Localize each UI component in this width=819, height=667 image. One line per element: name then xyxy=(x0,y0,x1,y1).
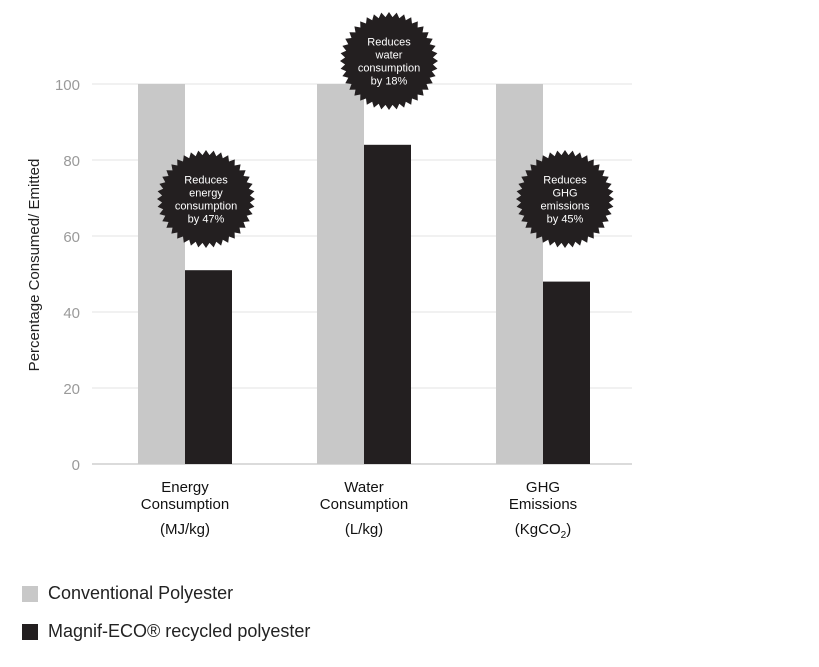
bar-magnif-eco xyxy=(543,281,590,464)
y-tick-labels: 0 20 40 60 80 100 xyxy=(55,77,80,474)
y-tick-label: 20 xyxy=(63,381,80,398)
bar-conventional xyxy=(138,84,185,464)
badge-text: Reduces xyxy=(367,37,411,49)
bar-magnif-eco xyxy=(364,144,411,465)
unit-text: (L/kg) xyxy=(345,521,383,538)
legend-item-magnif-eco: Magnif-ECO® recycled polyester xyxy=(22,621,310,642)
badge-text: consumption xyxy=(358,63,420,75)
category-label: Energy xyxy=(161,479,209,496)
starburst-shape xyxy=(516,150,614,248)
bar-conventional xyxy=(317,84,364,464)
y-tick-label: 100 xyxy=(55,77,80,94)
legend-label-magnif-eco: Magnif-ECO® recycled polyester xyxy=(48,621,311,641)
bars xyxy=(138,84,590,465)
category-label: Consumption xyxy=(320,496,408,513)
y-axis-label: Percentage Consumed/ Emitted xyxy=(26,159,43,372)
starburst-shape xyxy=(157,150,255,248)
starburst-shape xyxy=(340,12,438,110)
legend-label-conventional: Conventional Polyester xyxy=(48,583,234,603)
category-label: Emissions xyxy=(509,496,577,513)
legend-swatch-magnif-eco xyxy=(22,623,38,640)
unit-end: ) xyxy=(566,521,571,538)
y-tick-label: 80 xyxy=(63,153,80,170)
bar-magnif-eco xyxy=(185,270,232,464)
y-tick-label: 40 xyxy=(63,305,80,322)
category-labels: EnergyConsumption(MJ/kg)WaterConsumption… xyxy=(141,479,577,541)
bar-conventional xyxy=(496,84,543,464)
category-label: GHG xyxy=(526,479,560,496)
category-label: Water xyxy=(344,479,383,496)
bar-chart: 0 20 40 60 80 100 Percentage Consumed/ Emitte… xyxy=(26,12,632,541)
category-label: Consumption xyxy=(141,496,229,513)
category-unit: (KgCO2) xyxy=(515,521,571,541)
category-unit: (MJ/kg) xyxy=(160,521,210,538)
badge-text: Reduces xyxy=(543,175,587,187)
badge-text: emissions xyxy=(541,201,590,213)
badge-text: energy xyxy=(189,188,223,200)
badge-text: water xyxy=(375,50,403,62)
y-tick-label: 60 xyxy=(63,229,80,246)
badge-text: consumption xyxy=(175,201,237,213)
badge-text: by 18% xyxy=(371,76,408,88)
legend-swatch-conventional xyxy=(22,585,38,602)
badge-text: GHG xyxy=(552,188,577,200)
unit-text: (KgCO xyxy=(515,521,561,538)
category-unit: (L/kg) xyxy=(345,521,383,538)
badge-text: by 45% xyxy=(547,214,584,226)
badge-text: Reduces xyxy=(184,175,228,187)
y-tick-label: 0 xyxy=(72,457,80,474)
unit-text: (MJ/kg) xyxy=(160,521,210,538)
legend-item-conventional: Conventional Polyester xyxy=(22,583,233,604)
badge-text: by 47% xyxy=(188,214,225,226)
unit-subscript: 2 xyxy=(561,530,567,541)
